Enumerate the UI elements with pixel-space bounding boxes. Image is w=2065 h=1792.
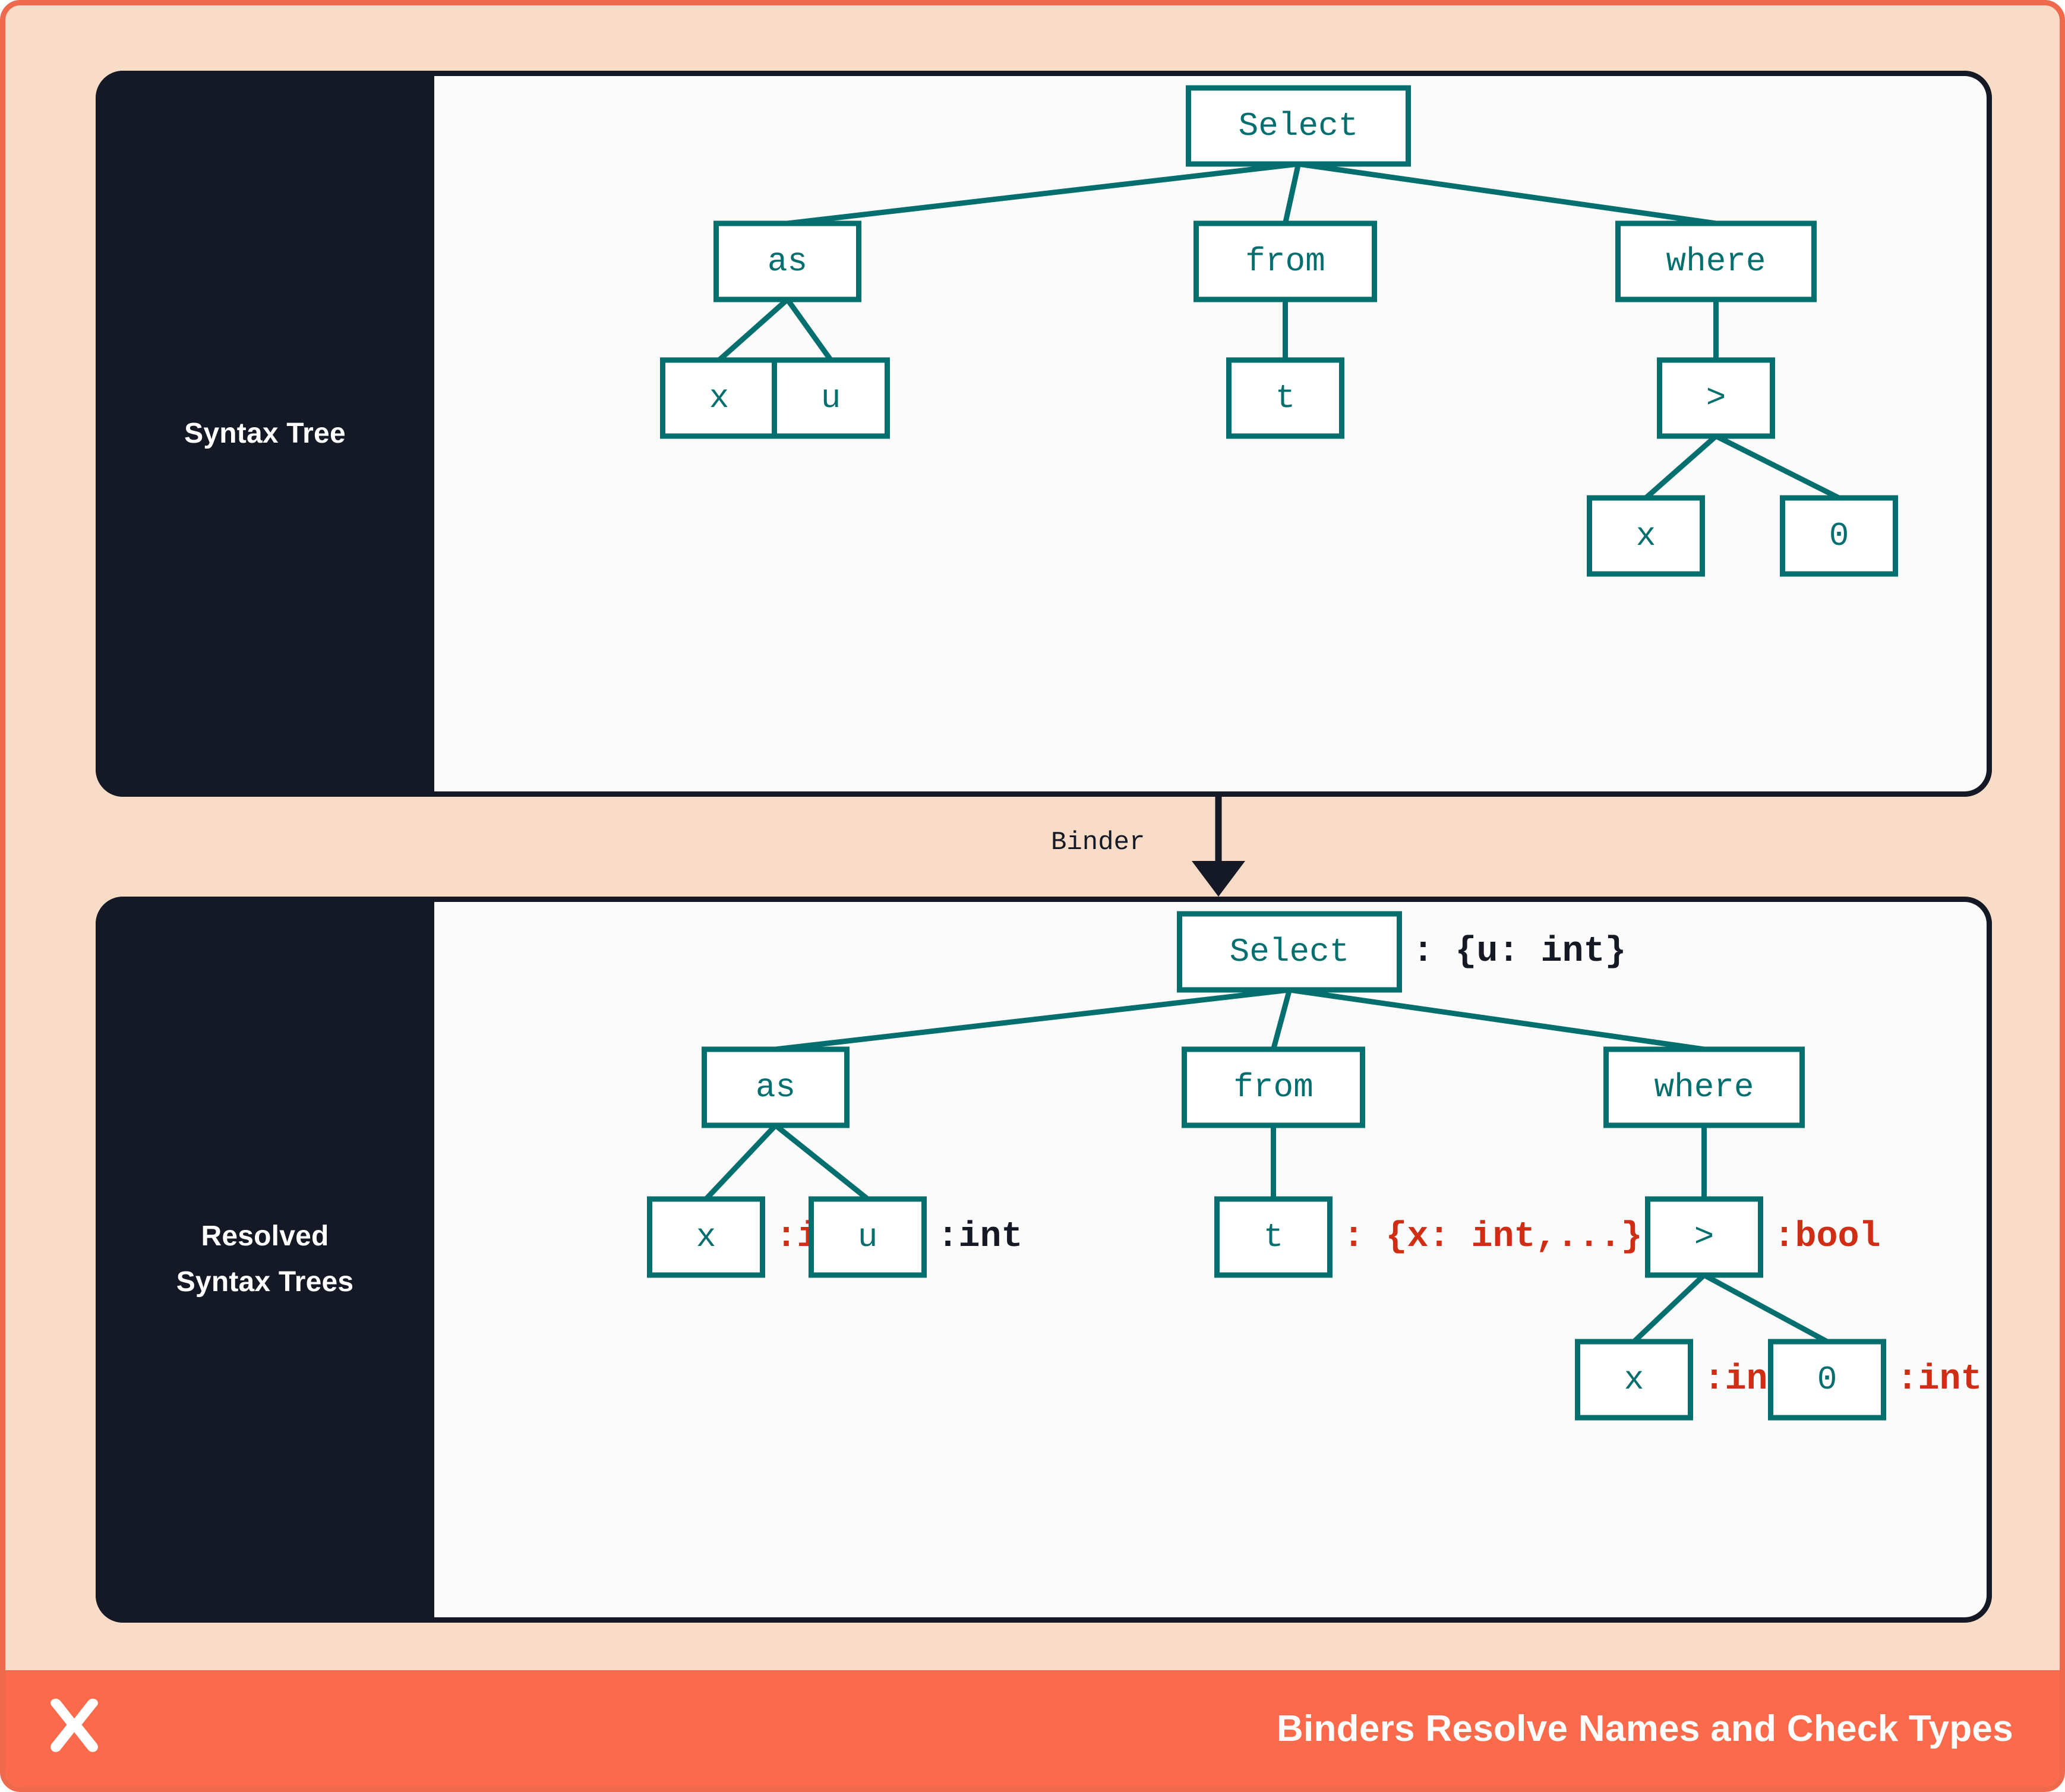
tree-node-type-annotation: : {x: int,...}	[1343, 1217, 1643, 1257]
tree-edge	[717, 297, 790, 362]
tree-node-box	[809, 1196, 927, 1278]
tree-node-label: >	[1694, 1218, 1714, 1256]
tree-node-as[interactable]: as	[713, 220, 861, 302]
tree-node-label: from	[1233, 1068, 1313, 1106]
tree-node-u1[interactable]: u :int	[809, 1196, 1023, 1278]
tree-node-where[interactable]: where	[1615, 220, 1817, 302]
tree-node-z0[interactable]: 0	[1780, 495, 1898, 577]
tree-node-type-annotation: : {u: int}	[1413, 932, 1627, 972]
tree-node-box	[1177, 911, 1402, 993]
tree-node-label: 0	[1829, 517, 1849, 555]
panel-syntax-tree-canvas: Select as from where x u t > x 0	[434, 71, 1992, 797]
tree-node-label: Select	[1230, 933, 1350, 971]
panel-resolved-label: Resolved Syntax Trees	[176, 1220, 354, 1298]
syntax-tree-diagram: Select as from where x u t > x 0	[660, 85, 1898, 577]
tree-node-type-annotation: :int	[1897, 1359, 1982, 1400]
tree-node-box	[1603, 1046, 1805, 1128]
tree-node-label: u	[821, 379, 841, 417]
footer-bar: Binders Resolve Names and Check Types	[5, 1670, 2060, 1787]
tree-node-label: u	[858, 1218, 878, 1256]
tree-node-x1[interactable]: x	[660, 357, 778, 439]
tree-node-select[interactable]: Select	[1186, 85, 1411, 167]
tree-node-x2[interactable]: x	[1587, 495, 1705, 577]
tree-edge	[1644, 434, 1718, 500]
tree-node-box	[1575, 1339, 1693, 1421]
tree-node-where[interactable]: where	[1603, 1046, 1805, 1128]
tree-node-label: t	[1264, 1218, 1284, 1256]
tree-node-label: t	[1275, 379, 1296, 417]
tree-node-t1[interactable]: t : {x: int,...}	[1214, 1196, 1643, 1278]
tree-node-box	[1768, 1339, 1886, 1421]
tree-node-box	[1587, 495, 1705, 577]
tree-edge	[1703, 1273, 1829, 1344]
tree-edge	[1289, 987, 1705, 1052]
tree-node-label: from	[1245, 242, 1325, 280]
tree-node-select[interactable]: Select : {u: int}	[1177, 911, 1627, 993]
panel-syntax-tree: Syntax Tree Select as from where x u t > x 0	[96, 71, 1992, 797]
resolved-syntax-tree-diagram: Select: {u: int}asfromwherex:intu:intt: …	[647, 911, 1982, 1421]
tree-node-label: Select	[1239, 107, 1359, 145]
binder-connector: Binder	[96, 797, 1992, 897]
tree-node-gt[interactable]: >	[1657, 357, 1775, 439]
tree-node-box	[1182, 1046, 1365, 1128]
tree-node-box	[647, 1196, 765, 1278]
tree-edge	[1632, 1273, 1706, 1344]
tree-node-box	[772, 357, 890, 439]
panel-resolved-sidebar: Resolved Syntax Trees	[96, 897, 434, 1623]
tree-node-label: as	[756, 1068, 795, 1106]
tree-edge	[1283, 163, 1301, 224]
tree-edge	[1714, 433, 1840, 501]
tree-node-z0[interactable]: 0 :int	[1768, 1339, 1982, 1421]
tree-edge	[785, 298, 833, 362]
tree-node-label: where	[1666, 242, 1766, 280]
butterfly-x-logo-icon	[50, 1698, 98, 1752]
panel-resolved-syntax-trees: Resolved Syntax Trees Select : {u: int} as…	[96, 897, 1992, 1623]
tree-node-box	[1226, 357, 1344, 439]
tree-node-box	[702, 1046, 850, 1128]
tree-node-type-annotation: :int	[937, 1217, 1023, 1257]
tree-node-label: x	[696, 1218, 716, 1256]
tree-node-box	[1193, 220, 1377, 302]
tree-node-gt[interactable]: > :bool	[1645, 1196, 1881, 1278]
panel-syntax-tree-sidebar: Syntax Tree	[96, 71, 434, 797]
tree-edge	[775, 987, 1290, 1052]
tree-node-label: as	[768, 242, 807, 280]
tree-node-label: x	[1636, 517, 1656, 555]
tree-node-label: >	[1706, 379, 1726, 417]
tree-edge	[787, 161, 1299, 226]
tree-node-label: x	[709, 379, 730, 417]
tree-edge	[704, 1123, 778, 1201]
tree-node-box	[1780, 495, 1898, 577]
tree-node-from[interactable]: from	[1182, 1046, 1365, 1128]
tree-node-label: x	[1624, 1361, 1644, 1399]
tree-node-box	[1657, 357, 1775, 439]
tree-node-t1[interactable]: t	[1226, 357, 1344, 439]
tree-node-type-annotation: :bool	[1774, 1217, 1881, 1257]
panel-resolved-canvas: Select: {u: int}asfromwherex:intu:intt: …	[434, 897, 1992, 1623]
tree-edge	[773, 1123, 870, 1201]
tree-node-box	[1186, 85, 1411, 167]
tree-node-box	[713, 220, 861, 302]
tree-node-label: 0	[1817, 1361, 1837, 1399]
tree-node-x2[interactable]: x:int	[1575, 1339, 1789, 1421]
footer-caption: Binders Resolve Names and Check Types	[1276, 1708, 2013, 1749]
panel-syntax-tree-label: Syntax Tree	[184, 417, 346, 449]
tree-edge	[1271, 989, 1292, 1050]
tree-node-as[interactable]: as	[702, 1046, 850, 1128]
tree-node-box	[1214, 1196, 1333, 1278]
tree-node-u1[interactable]: u	[772, 357, 890, 439]
binder-label: Binder	[1051, 828, 1145, 857]
tree-node-label: where	[1654, 1068, 1754, 1106]
tree-edge	[1297, 161, 1717, 226]
binder-arrow-icon	[1192, 797, 1245, 897]
tree-node-from[interactable]: from	[1193, 220, 1377, 302]
tree-node-box	[1615, 220, 1817, 302]
tree-node-box	[1645, 1196, 1763, 1278]
